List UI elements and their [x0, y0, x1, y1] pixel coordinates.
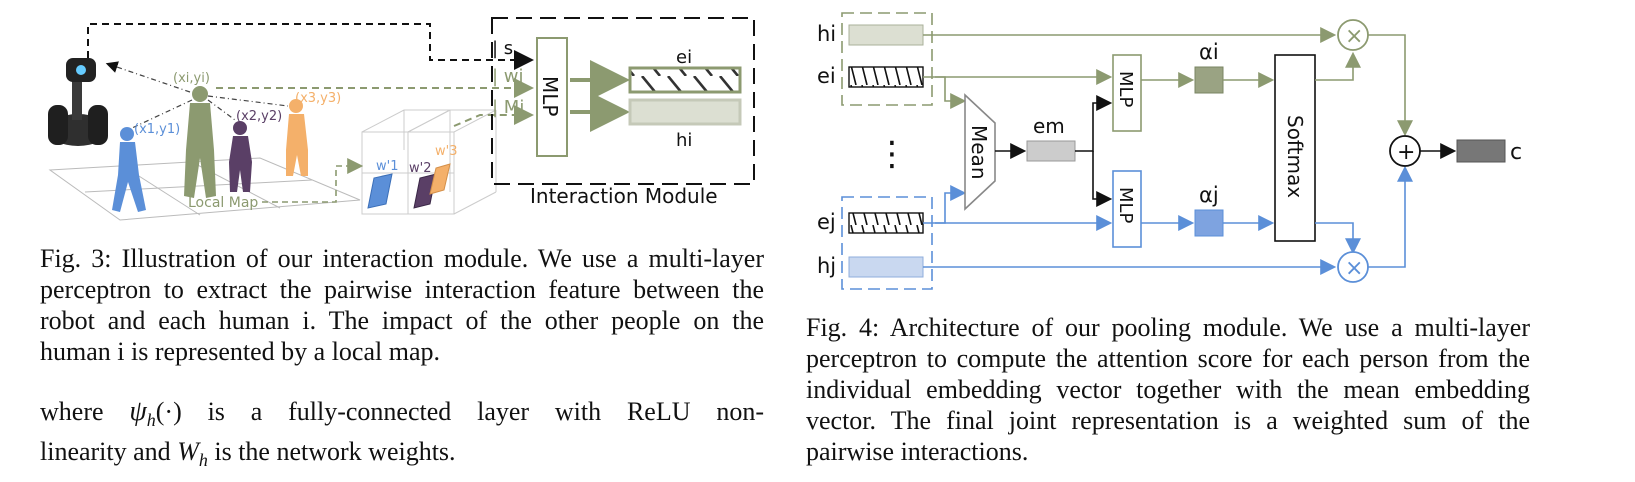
fig4-diagram: hi ei ⋮ ej hj Mean em MLP MLP αi αj Soft… — [817, 12, 1522, 290]
person-i-group — [841, 12, 933, 106]
sum-symbol: + — [1397, 140, 1415, 165]
ei-vector — [628, 66, 742, 94]
map-state-link — [453, 105, 534, 127]
ei-input-label: ei — [817, 64, 836, 88]
em-vector — [1026, 140, 1076, 162]
hi-vector — [628, 98, 742, 126]
h1-pos-label: (x1,y1) — [134, 122, 180, 137]
softmax-to-mult-j — [1315, 222, 1361, 255]
alpha-j-label: αj — [1199, 183, 1219, 207]
mlp-bottom-block — [1112, 170, 1142, 248]
local-map-link — [262, 158, 364, 203]
fig4-caption: Fig. 4: Architecture of our pooling modu… — [806, 313, 1530, 466]
softmax-block — [1274, 54, 1316, 242]
wi-label: | wi — [492, 66, 524, 87]
hi-input-label: hi — [817, 22, 836, 46]
hj-input-label: hj — [817, 254, 836, 278]
h2-pos-label: (x2,y2) — [236, 109, 282, 124]
fig3-diagram: (xi,yi) (x1,y1) (x2,y2) (x3,y3) w'1 w'2 … — [48, 17, 755, 221]
mlp-box — [536, 37, 568, 157]
alpha-i-label: αi — [1199, 40, 1219, 64]
c-label: c — [1510, 140, 1522, 165]
mlp-bottom-label: MLP — [1115, 187, 1136, 224]
robot-state-link — [87, 23, 534, 70]
robot-pos-label: (xi,yi) — [173, 71, 210, 86]
multiply-j-symbol: × — [1345, 256, 1363, 281]
s-label: | s — [492, 38, 513, 59]
mult-i-to-sum — [1368, 34, 1413, 137]
ej-to-mean — [935, 185, 967, 224]
interaction-module-label: Interaction Module — [530, 184, 718, 208]
hi-label: hi — [676, 130, 692, 151]
mean-label: Mean — [967, 125, 991, 180]
ej-vector — [848, 212, 924, 234]
h3-pos-label: (x3,y3) — [295, 91, 341, 106]
hi-vector — [848, 24, 924, 46]
ei-vector — [848, 66, 924, 88]
person-j-group — [841, 196, 933, 290]
relation-lines — [105, 61, 289, 129]
vertical-dots: ⋮ — [875, 134, 909, 174]
map-cell-w1 — [367, 173, 393, 209]
mlp-label: MLP — [538, 76, 562, 116]
w2-label: w'2 — [409, 161, 431, 176]
interaction-module-box — [491, 17, 755, 185]
alpha-i-box — [1194, 66, 1224, 94]
multiply-i-symbol: × — [1345, 24, 1363, 49]
softmax-to-mult-i — [1315, 51, 1361, 81]
w3-label: w'3 — [435, 144, 457, 159]
mlp-top-block — [1112, 54, 1142, 132]
robot-icon — [48, 58, 108, 146]
human-2-icon — [229, 121, 252, 192]
local-map-label: Local Map — [188, 195, 258, 211]
human-i-icon — [184, 86, 216, 198]
softmax-label: Softmax — [1283, 115, 1307, 198]
hj-vector — [848, 256, 924, 278]
em-branch-lower — [1092, 151, 1113, 207]
mlp-top-label: MLP — [1115, 71, 1136, 108]
human-1-icon — [112, 127, 146, 212]
w1-label: w'1 — [376, 159, 398, 174]
alpha-j-box — [1194, 209, 1224, 237]
fig3-caption: Fig. 3: Illustration of our interaction … — [40, 244, 764, 366]
ej-input-label: ej — [817, 210, 836, 234]
map-cell-w3 — [429, 163, 451, 195]
mi-label: | Mi — [492, 97, 524, 118]
body-paragraph: where ψh(·) is a fully-connected layer w… — [40, 396, 764, 471]
local-map-grid — [361, 109, 497, 215]
ei-to-mean — [935, 76, 967, 109]
mult-j-to-sum — [1368, 165, 1413, 268]
em-label: em — [1033, 114, 1065, 138]
mean-block — [964, 93, 996, 211]
em-branch — [1075, 95, 1113, 152]
ei-label: ei — [676, 47, 692, 68]
human-3-icon — [286, 99, 308, 176]
c-vector — [1456, 139, 1506, 163]
